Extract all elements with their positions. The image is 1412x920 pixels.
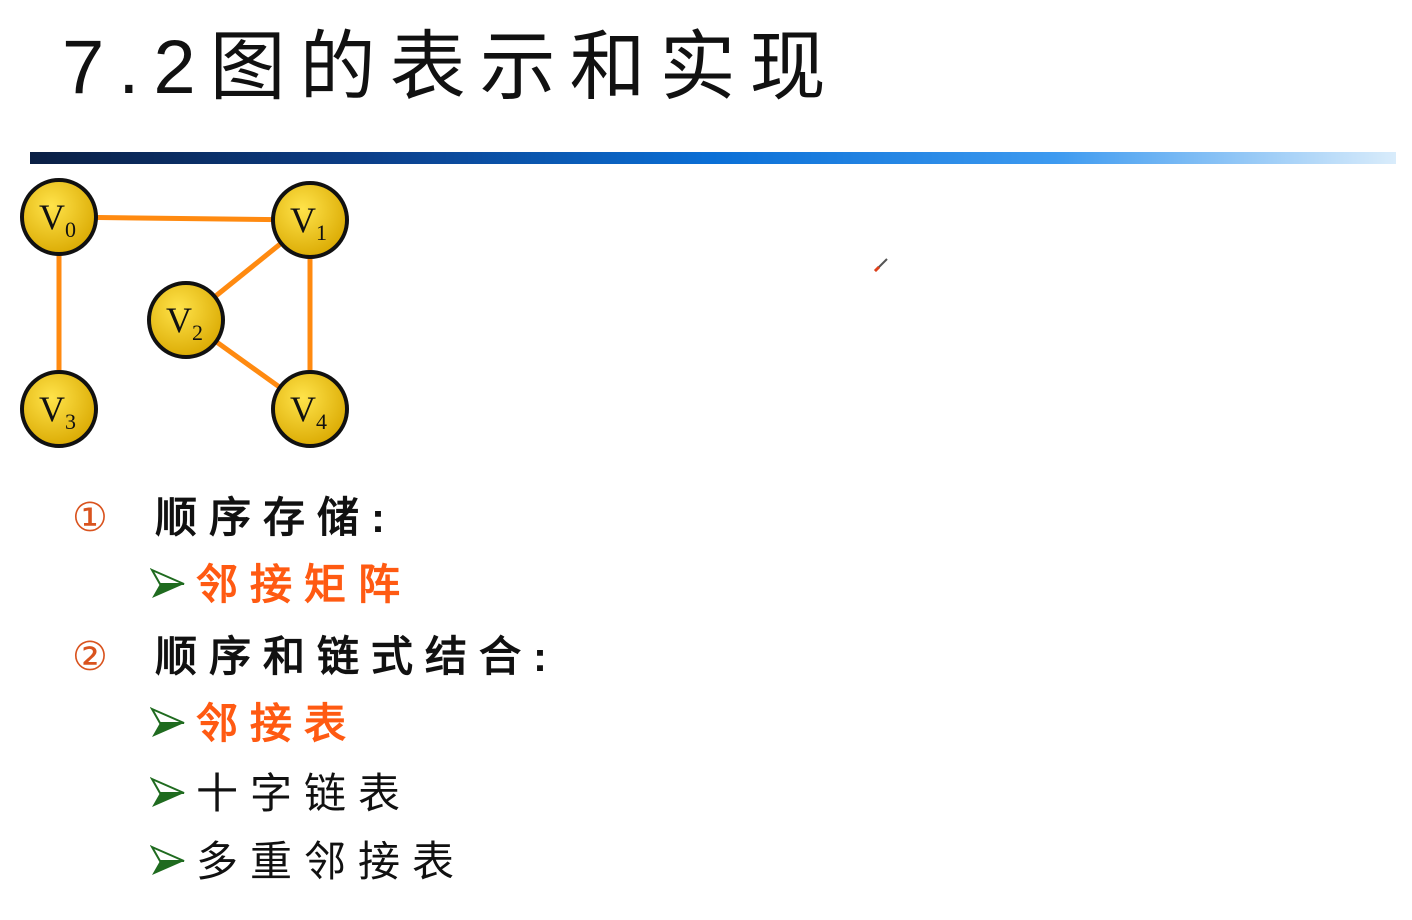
item-text: 十字链表	[196, 770, 413, 817]
section-2-label: 顺序和链式结合:	[155, 633, 559, 680]
item-text: 多重邻接表	[196, 838, 467, 885]
graph-node-V0: V0	[20, 178, 98, 256]
section-1-marker: ①	[72, 496, 108, 540]
arrow-bullet-icon	[149, 839, 186, 891]
list-item: 邻接矩阵	[149, 559, 413, 614]
section-2-marker: ②	[72, 635, 108, 679]
section-2-heading: 顺序和链式结合:	[155, 631, 559, 683]
list-item: 十字链表	[149, 768, 413, 823]
graph-node-V3: V3	[20, 370, 98, 448]
section-1-heading: 顺序存储:	[155, 492, 397, 544]
item-text: 邻接矩阵	[196, 561, 413, 608]
graph-node-V2: V2	[147, 281, 225, 359]
graph-node-V1: V1	[271, 181, 349, 259]
slide-title: 7.2图的表示和实现	[62, 25, 840, 110]
arrow-bullet-icon	[149, 771, 186, 823]
section-1-label: 顺序存储:	[155, 494, 397, 541]
graph-edge-V0-V1	[58, 214, 311, 223]
arrow-bullet-icon	[149, 562, 186, 614]
graph-node-V4: V4	[271, 370, 349, 448]
list-item: 多重邻接表	[149, 836, 467, 891]
item-text: 邻接表	[196, 700, 359, 747]
arrow-bullet-icon	[149, 701, 186, 753]
title-divider-bar	[30, 152, 1396, 164]
pen-cursor-icon	[872, 256, 890, 279]
list-item: 邻接表	[149, 698, 359, 753]
